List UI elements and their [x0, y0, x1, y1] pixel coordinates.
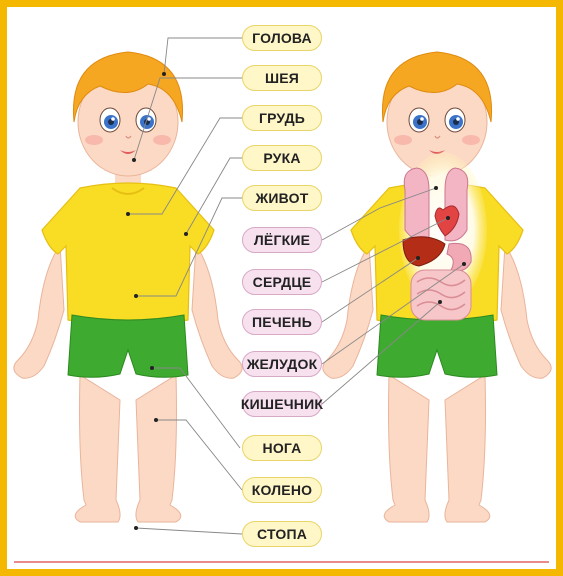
label-intestines: КИШЕЧНИК — [242, 391, 322, 417]
label-neck: ШЕЯ — [242, 65, 322, 91]
label-arm: РУКА — [242, 145, 322, 171]
child-inside — [323, 52, 551, 522]
label-chest: ГРУДЬ — [242, 105, 322, 131]
label-belly: ЖИВОТ — [242, 185, 322, 211]
label-heart: СЕРДЦЕ — [242, 269, 322, 295]
label-head: ГОЛОВА — [242, 25, 322, 51]
label-foot: СТОПА — [242, 521, 322, 547]
label-lungs: ЛЁГКИЕ — [242, 227, 322, 253]
label-liver: ПЕЧЕНЬ — [242, 309, 322, 335]
child-outside — [14, 52, 242, 522]
label-stomach: ЖЕЛУДОК — [242, 351, 322, 377]
label-knee: КОЛЕНО — [242, 477, 322, 503]
label-leg: НОГА — [242, 435, 322, 461]
